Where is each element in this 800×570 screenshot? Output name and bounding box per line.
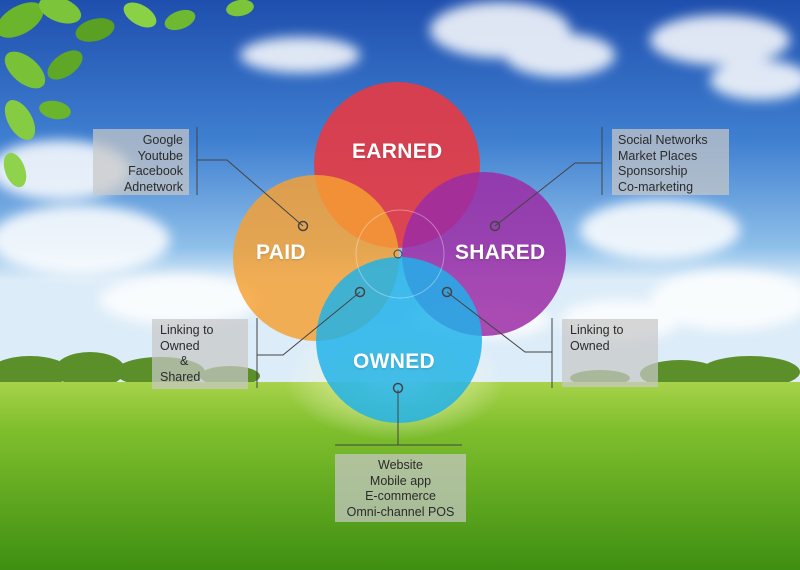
owned-circle	[316, 257, 482, 423]
owned-label: OWNED	[353, 350, 435, 373]
owned-marker	[392, 382, 404, 394]
connector-lines	[196, 127, 603, 446]
shared-label: SHARED	[455, 241, 546, 264]
paid-overlap-item: Shared	[160, 369, 201, 384]
shared-overlap-item: Linking to	[570, 323, 624, 337]
shared-overlap-box: Linking to Owned	[562, 319, 658, 387]
paid-label: PAID	[256, 241, 306, 264]
shared-channel-item: Co-marketing	[618, 179, 694, 194]
owned-channel-item: Website	[378, 458, 423, 472]
paid-channel-item: Youtube	[137, 148, 183, 163]
owned-channel-item: Mobile app	[369, 473, 432, 488]
paid-channel-item: Facebook	[128, 164, 183, 178]
paid-channel-item: Adnetwork	[123, 179, 183, 194]
owned-channel-item: Omni-channel POS	[346, 504, 455, 519]
ring-markers	[297, 220, 501, 394]
venn-diagram	[233, 82, 566, 423]
shared-channel-item: Market Places	[618, 148, 698, 163]
paid-channel-item: Google	[142, 133, 183, 147]
shared-channels-box: Social Networks Market Places Sponsorshi…	[612, 129, 729, 195]
paid-channels-box: Google Youtube Facebook Adnetwork	[93, 129, 189, 195]
earned-label: EARNED	[352, 140, 443, 163]
shared-connector	[494, 162, 602, 227]
owned-channel-item: E-commerce	[365, 489, 436, 503]
leaves-decoration	[0, 0, 254, 188]
shared-channel-item: Social Networks	[618, 133, 708, 147]
shared-overlap-item: Owned	[570, 338, 610, 353]
paid-overlap-item: Owned	[160, 338, 200, 353]
shared-overlap-connector	[446, 291, 552, 353]
shared-channel-item: Sponsorship	[618, 164, 688, 178]
paid-owned-marker	[354, 286, 366, 298]
shared-owned-marker	[441, 286, 453, 298]
center-marker	[393, 249, 403, 259]
shared-marker	[489, 220, 501, 232]
paid-overlap-connector	[257, 291, 361, 356]
paid-overlap-box: Linking to Owned & Shared	[152, 319, 248, 389]
paid-connector	[197, 159, 304, 227]
owned-channels-box: Website Mobile app E-commerce Omni-chann…	[335, 454, 466, 522]
paid-overlap-item: Linking to	[160, 323, 214, 337]
center-ring	[355, 209, 445, 299]
paid-marker	[297, 220, 309, 232]
paid-overlap-item: &	[180, 354, 189, 368]
